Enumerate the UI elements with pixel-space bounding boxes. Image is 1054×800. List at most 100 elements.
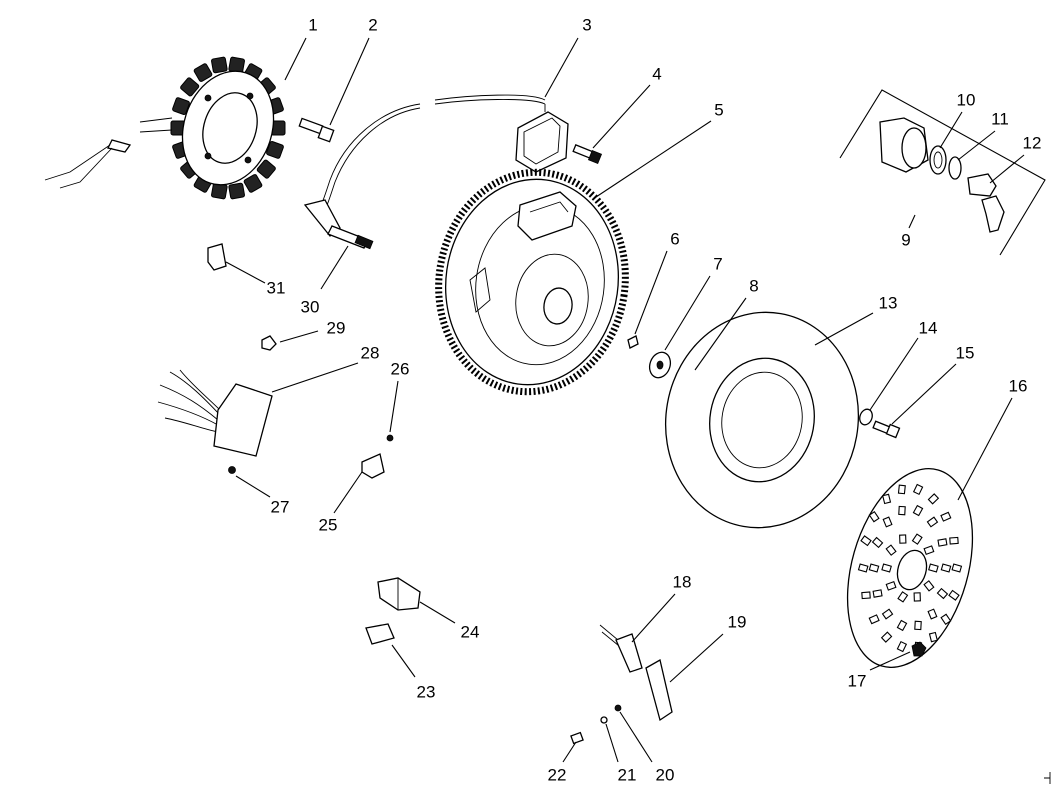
callout-26: 26 xyxy=(391,360,410,379)
bracket-part-18 xyxy=(599,624,643,673)
callout-19: 19 xyxy=(728,613,747,632)
screen-cell xyxy=(949,536,959,545)
connector-part-24 xyxy=(377,577,421,611)
screen-cell xyxy=(885,544,897,556)
bolt-part-4 xyxy=(572,144,603,165)
callout-30: 30 xyxy=(301,298,320,317)
screen-cell xyxy=(936,587,949,600)
callout-17: 17 xyxy=(848,672,867,691)
screen-cell xyxy=(882,516,893,528)
screen-cell xyxy=(861,591,871,600)
callout-29: 29 xyxy=(327,319,346,338)
nut-part-26 xyxy=(386,434,394,442)
flywheel-part xyxy=(435,168,629,396)
callout-21: 21 xyxy=(618,766,637,785)
callout-25: 25 xyxy=(319,516,338,535)
spark-plug-cap-part xyxy=(303,199,374,250)
callout-15: 15 xyxy=(956,344,975,363)
callout-1: 1 xyxy=(308,16,317,35)
screen-cell xyxy=(881,563,892,573)
screen-cell xyxy=(914,620,922,631)
screen-cell xyxy=(927,608,938,620)
plate-part-19 xyxy=(645,659,673,722)
clip-part-25 xyxy=(361,453,385,479)
callout-8: 8 xyxy=(749,277,758,296)
callout-11: 11 xyxy=(991,110,1009,129)
nut-part-17 xyxy=(911,641,927,657)
screen-cell xyxy=(912,504,924,517)
woodruff-key-part xyxy=(627,335,639,349)
callout-14: 14 xyxy=(919,319,938,338)
callout-20: 20 xyxy=(656,766,675,785)
stator-tooth xyxy=(243,174,263,193)
stator-tooth xyxy=(180,77,200,97)
callout-24: 24 xyxy=(461,623,480,642)
callout-28: 28 xyxy=(361,344,380,363)
screen-cell xyxy=(860,535,872,547)
screen-cell xyxy=(948,589,960,601)
stator-tooth xyxy=(211,56,228,74)
terminal-part-23 xyxy=(365,623,395,645)
screen-cell xyxy=(928,631,938,643)
screen-cell xyxy=(882,493,892,505)
stator-tooth xyxy=(266,140,284,159)
callout-23: 23 xyxy=(417,683,436,702)
callout-5: 5 xyxy=(714,101,723,120)
callout-7: 7 xyxy=(713,255,722,274)
screw-part-22 xyxy=(570,731,584,745)
screen-cell xyxy=(868,563,880,573)
screen-cell xyxy=(868,510,880,523)
screen-cell xyxy=(911,533,923,545)
screen-cell xyxy=(871,536,884,549)
callout-labels: 1 2 3 4 5 6 7 8 9 10 11 12 13 14 15 16 1… xyxy=(267,16,1042,785)
screen-cell xyxy=(928,563,939,573)
fastener-part-20 xyxy=(614,704,622,712)
screen-cell xyxy=(880,631,893,643)
callout-22: 22 xyxy=(548,766,567,785)
washer-part-7 xyxy=(648,351,672,379)
callout-31: 31 xyxy=(267,279,286,298)
screen-cell xyxy=(896,619,908,632)
clamp-part-31 xyxy=(207,243,227,271)
screen-cell xyxy=(896,640,908,653)
callout-10: 10 xyxy=(957,91,976,110)
stator-tooth xyxy=(256,159,276,179)
screen-cell xyxy=(923,580,935,592)
stator-tooth xyxy=(228,182,245,200)
screen-cell xyxy=(940,511,952,522)
nut-part-29 xyxy=(261,335,277,351)
screen-cell xyxy=(897,484,906,495)
callout-18: 18 xyxy=(673,573,692,592)
screen-cell xyxy=(951,563,963,573)
cooling-fan-part xyxy=(664,311,860,529)
screen-cell xyxy=(885,580,897,591)
callout-27: 27 xyxy=(271,498,290,517)
callout-2: 2 xyxy=(368,16,377,35)
rectifier-module-part xyxy=(157,369,273,474)
fastener-part-21 xyxy=(600,716,608,724)
screen-cell xyxy=(857,563,869,573)
screen-cell xyxy=(899,534,907,544)
callout-12: 12 xyxy=(1023,134,1042,153)
callout-6: 6 xyxy=(670,230,679,249)
callout-16: 16 xyxy=(1009,377,1028,396)
stator-part xyxy=(44,56,286,200)
callout-4: 4 xyxy=(652,65,661,84)
screen-cell xyxy=(868,614,880,625)
screen-cell xyxy=(927,493,940,505)
screen-cell xyxy=(923,545,935,556)
screen-cell xyxy=(872,589,883,598)
screen-cell xyxy=(926,516,939,528)
screen-cell xyxy=(913,592,921,602)
leader-lines xyxy=(225,37,1025,763)
stator-tooth xyxy=(193,63,213,82)
bolt-part-15 xyxy=(872,420,901,439)
callout-13: 13 xyxy=(879,294,898,313)
ignition-switch-assembly xyxy=(839,89,1046,256)
screen-cell xyxy=(940,613,952,626)
screen-cell xyxy=(912,483,924,496)
stator-tooth xyxy=(172,97,190,116)
corner-mark xyxy=(1044,772,1051,784)
callout-3: 3 xyxy=(582,16,591,35)
